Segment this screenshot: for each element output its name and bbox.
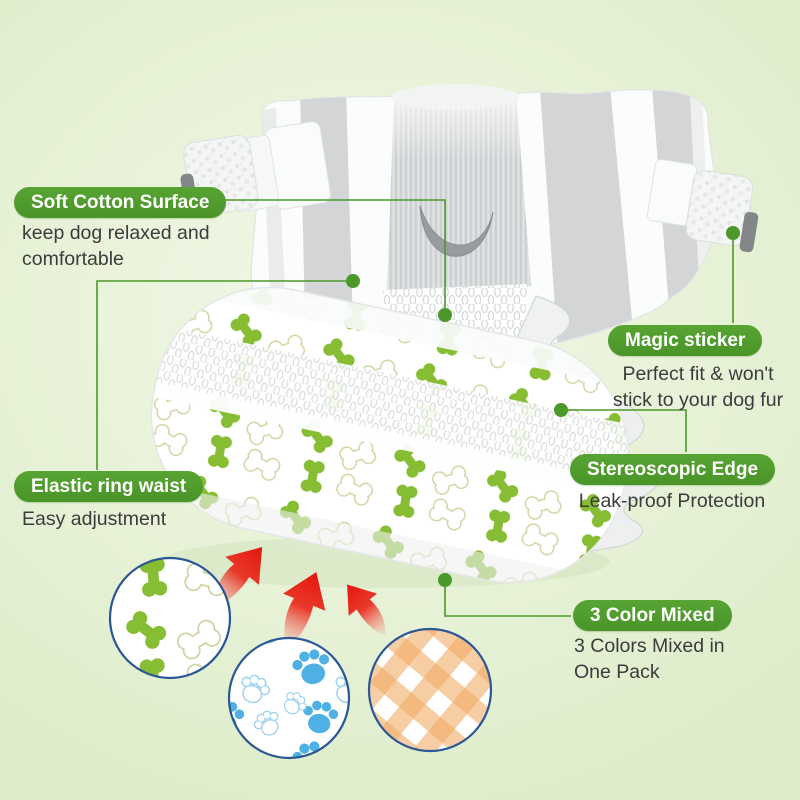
dot-color-mixed [438,573,452,587]
callout-pill-magic-sticker: Magic sticker [608,325,763,356]
callout-desc-stereoscopic-edge: Leak-proof Protection [578,490,766,512]
tail-hole [419,205,494,257]
dot-magic-sticker [726,226,740,240]
bottom-shade [129,479,605,605]
callout-pill-elastic-waist: Elastic ring waist [14,471,204,502]
mix-arrows [212,547,387,649]
connector-soft-cotton [220,199,446,308]
embossed-band [155,326,638,483]
dot-soft-cotton [438,308,452,322]
detail-circle-gingham [367,627,493,753]
callout-pill-soft-cotton: Soft Cotton Surface [14,187,227,218]
callout-desc-soft-cotton: keep dog relaxed and comfortable [22,222,210,270]
top-wrinkle [391,84,519,110]
tape-end-cap [739,211,759,253]
callout-pill-color-mixed: 3 Color Mixed [573,600,732,631]
gray-stripe [540,89,634,352]
absorbent-pad [387,84,531,292]
callout-desc-magic-sticker: Perfect fit & won't stick to your dog fu… [612,363,784,411]
callout-dots [346,226,740,587]
waist-edge [175,265,651,391]
callout-desc-elastic-waist: Easy adjustment [22,508,167,530]
arrow-up-right-circle [347,584,387,637]
callout-desc-color-mixed: 3 Colors Mixed in One Pack [574,635,725,683]
diaper-front-panel [129,265,651,605]
detail-circle-paws [227,636,351,760]
connector-elastic-waist [96,280,346,470]
detail-circle-bones [108,556,232,680]
connector-stereoscopic-edge [568,409,687,452]
callout-pill-stereoscopic-edge: Stereoscopic Edge [570,454,776,485]
callout-connectors [96,199,734,617]
dot-stereoscopic-edge [554,403,568,417]
arrow-up-middle-circle [283,572,326,649]
dot-elastic-waist [346,274,360,288]
connector-color-mixed [444,587,571,617]
